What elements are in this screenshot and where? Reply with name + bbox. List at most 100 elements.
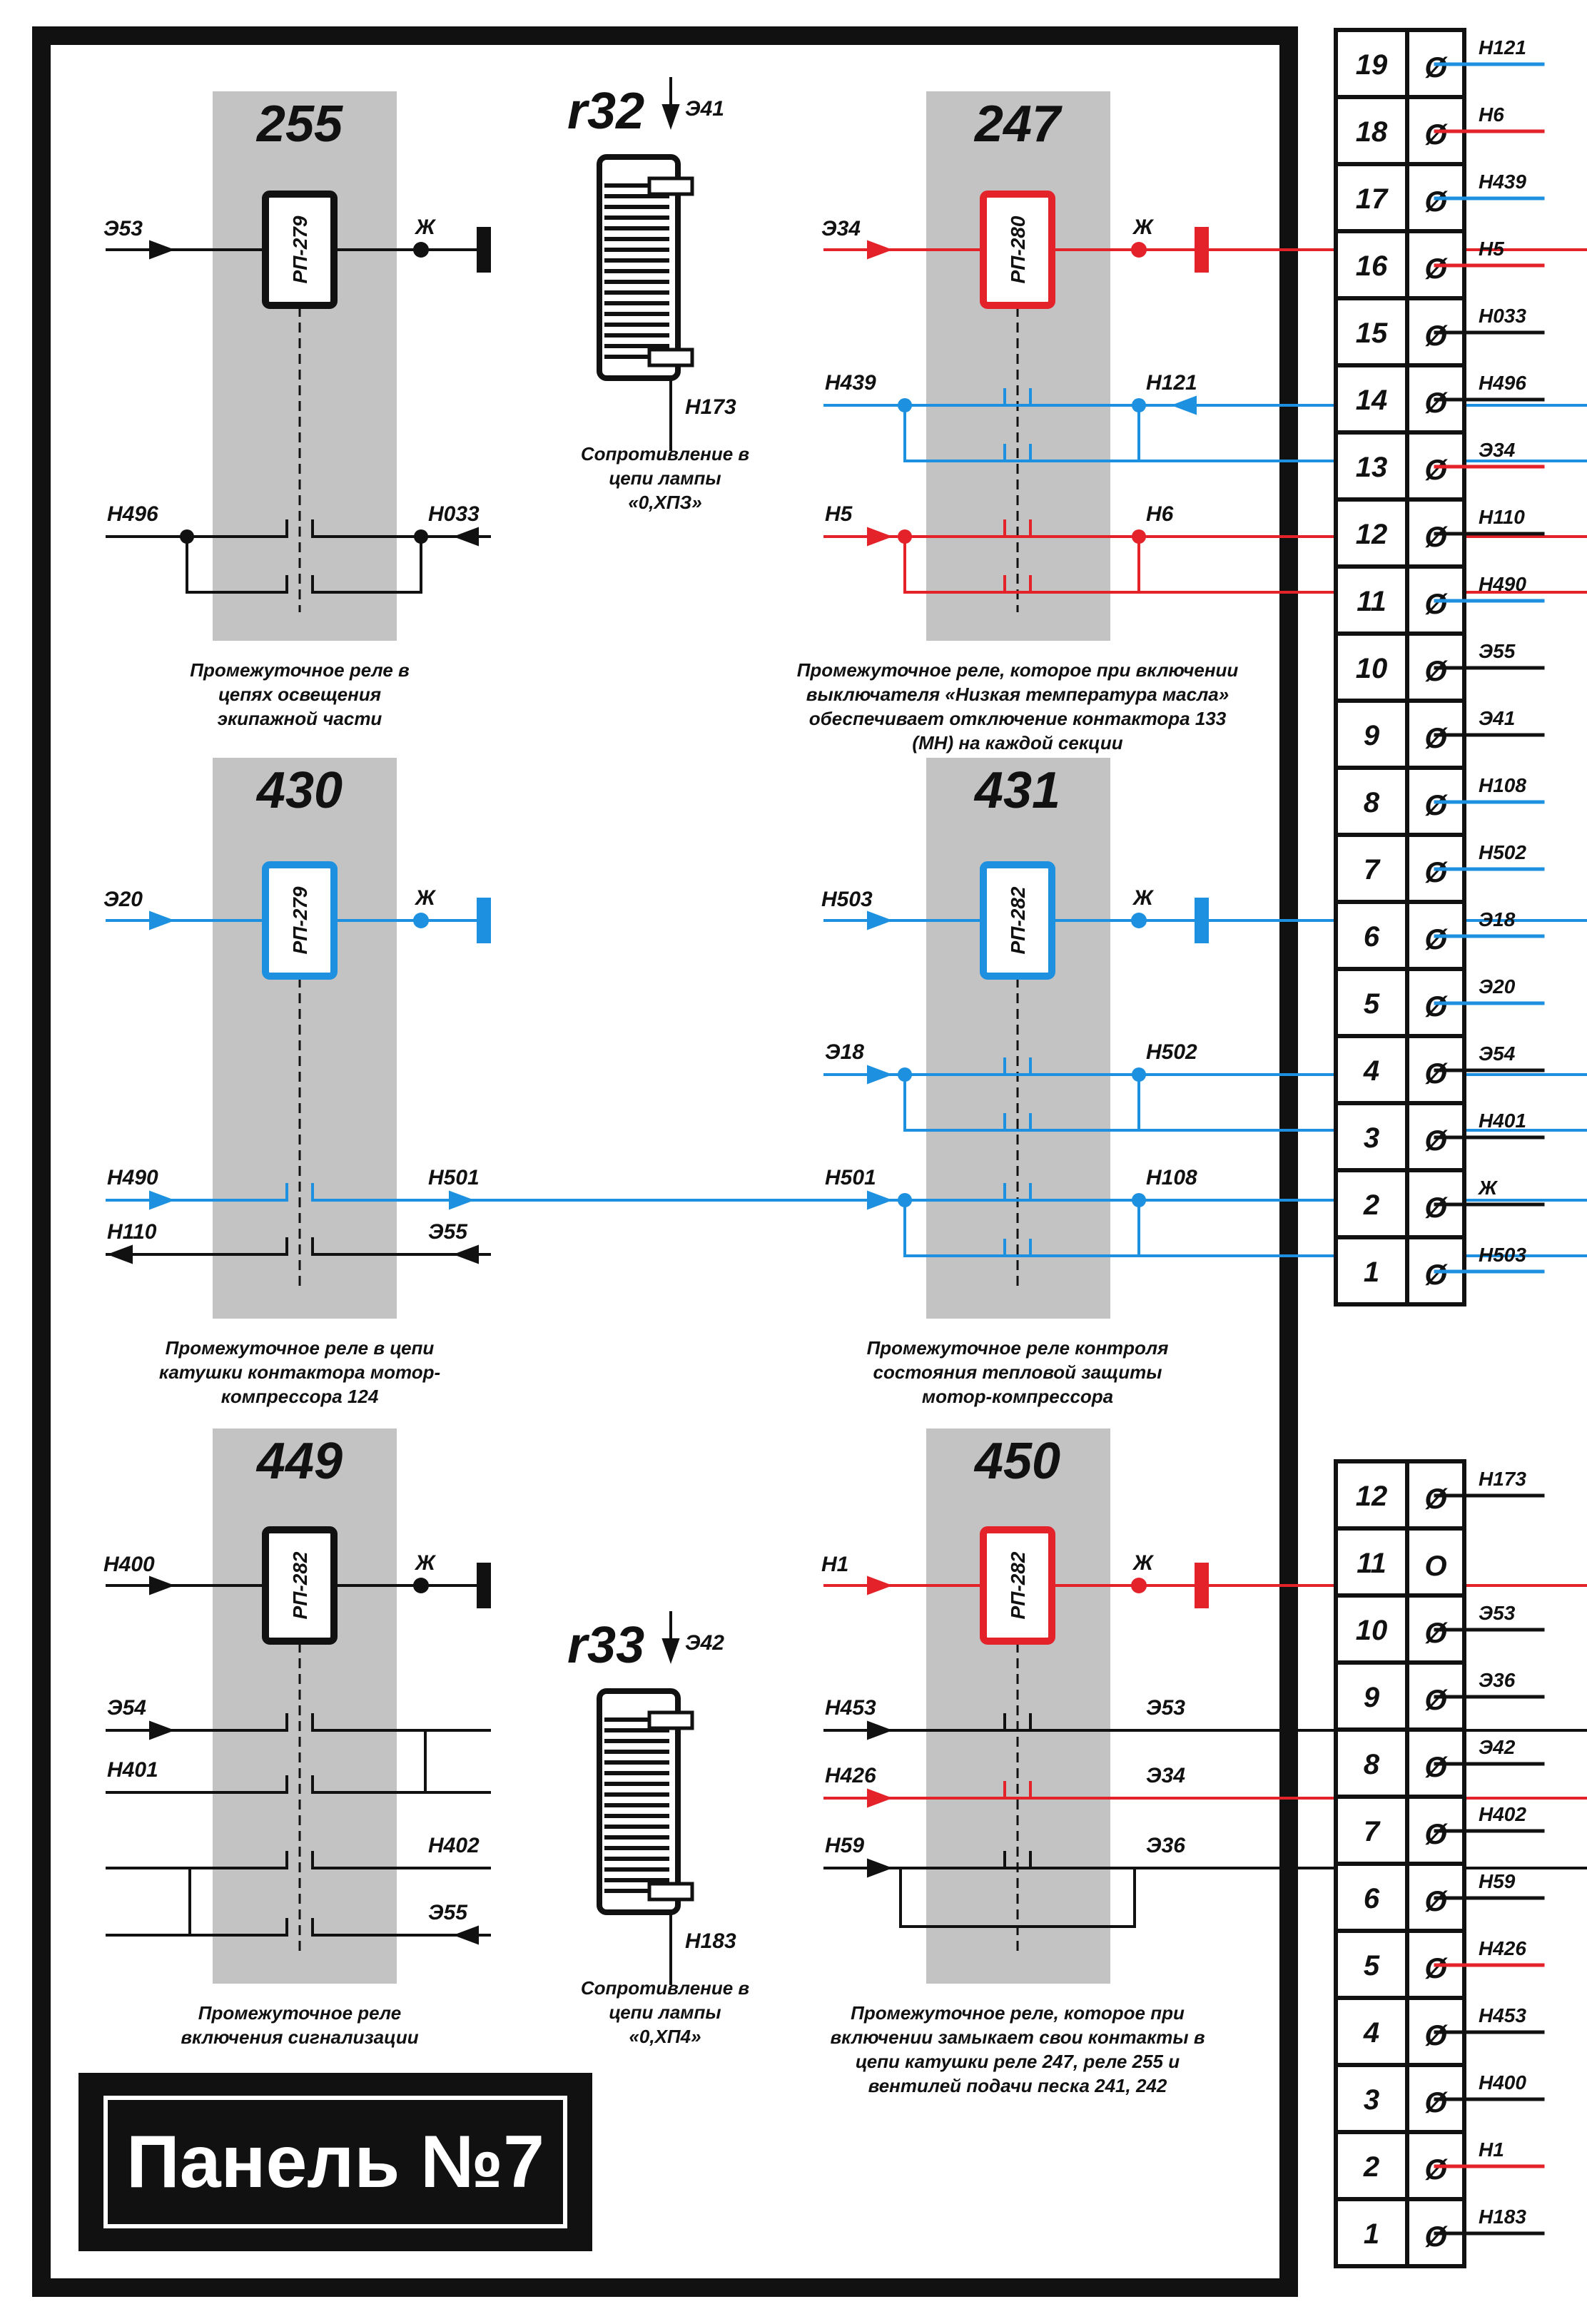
arrow-icon — [149, 1190, 175, 1210]
relay-caption: Промежуточное реле в цепи — [166, 1337, 435, 1359]
wire-label: Э41 — [685, 97, 724, 121]
relay-number: 449 — [255, 1433, 343, 1490]
relay-type: РП-282 — [1007, 886, 1029, 954]
title-plate-inner — [103, 2096, 567, 2228]
wire-label: Э55 — [428, 1901, 468, 1924]
parallel-wire — [1137, 405, 1587, 462]
junction-dot — [413, 1578, 429, 1593]
terminal-wire-label: Н6 — [1479, 103, 1504, 126]
terminal-screw-icon: Ø — [1424, 119, 1448, 151]
ground-bar — [477, 898, 491, 943]
terminal-number: 5 — [1364, 1950, 1380, 1982]
arrow-icon — [661, 104, 680, 130]
terminal-number: 19 — [1356, 49, 1388, 81]
arrow-icon — [867, 240, 893, 260]
terminal-number: 3 — [1364, 2084, 1379, 2116]
arrow-icon — [661, 1638, 680, 1664]
terminal-wire-label: Н173 — [1479, 1468, 1526, 1490]
arrow-icon — [149, 1720, 175, 1740]
arrow-icon — [867, 1720, 893, 1740]
terminal-screw-icon: Ø — [1424, 991, 1448, 1023]
terminal-screw-icon: Ø — [1424, 2020, 1448, 2051]
arrow-icon — [107, 1244, 133, 1264]
relay-caption: катушки контактора мотор- — [159, 1361, 440, 1383]
terminal-screw-icon: Ø — [1424, 522, 1448, 553]
wire-label: Э20 — [103, 888, 143, 911]
arrow-icon — [453, 1925, 479, 1945]
terminal-screw-icon: Ø — [1424, 1192, 1448, 1224]
relay-caption: Промежуточное реле — [198, 2002, 401, 2024]
terminal-number: 3 — [1364, 1122, 1379, 1154]
arrow-icon — [867, 1788, 893, 1808]
terminal-screw-icon: Ø — [1424, 1953, 1448, 1984]
relay-body — [213, 758, 397, 1319]
panel-title-plate: Панель №7 — [78, 2073, 592, 2251]
parallel-wire — [186, 537, 287, 594]
terminal-screw-icon: Ø — [1424, 253, 1448, 285]
terminal-number: 14 — [1356, 385, 1388, 416]
terminal-wire-label: Э53 — [1479, 1602, 1516, 1624]
relay-caption: включении замыкает свои контакты в — [830, 2026, 1205, 2048]
terminal-wire-label: Н439 — [1479, 171, 1526, 193]
terminal-screw-icon: Ø — [1424, 1685, 1448, 1716]
wire-label: Э36 — [1146, 1834, 1185, 1857]
parallel-wire — [1137, 537, 1587, 594]
parallel-wire — [1137, 1075, 1587, 1132]
terminal-wire-label: Н453 — [1479, 2004, 1526, 2026]
parallel-wire — [313, 537, 422, 594]
wire-label: Ж — [414, 215, 437, 239]
parallel-wire — [1137, 1200, 1587, 1257]
relay-caption: компрессора 124 — [221, 1386, 379, 1407]
relay-coil — [262, 191, 338, 309]
junction-dot — [1131, 1578, 1147, 1593]
terminal-screw-icon: Ø — [1424, 2221, 1448, 2253]
relay-caption: Промежуточное реле, которое при — [851, 2002, 1185, 2024]
wire-label: Н183 — [685, 1929, 736, 1953]
terminal-number: 17 — [1356, 183, 1389, 215]
wire-label: Н033 — [428, 502, 480, 526]
resistor-name: r32 — [567, 83, 644, 140]
terminal-wire-label: Н400 — [1479, 2071, 1526, 2094]
wire-label: Э42 — [685, 1631, 724, 1655]
terminal-wire-label: Э42 — [1479, 1736, 1516, 1758]
terminal-number: 8 — [1364, 787, 1380, 818]
terminal-screw-icon: Ø — [1424, 1618, 1448, 1649]
relay-type: РП-279 — [289, 886, 311, 954]
terminal-wire-label: Н426 — [1479, 1937, 1526, 1959]
terminal-number: 11 — [1357, 586, 1386, 617]
terminal-screw-icon: Ø — [1424, 656, 1448, 687]
terminal-screw-icon: Ø — [1424, 1886, 1448, 1917]
arrow-icon — [867, 910, 893, 930]
wire-label: Н453 — [825, 1696, 876, 1720]
wire-label: Н401 — [107, 1758, 158, 1782]
relay-type: РП-280 — [1007, 215, 1029, 283]
terminal-wire-label: Н110 — [1479, 506, 1525, 528]
terminal-screw-icon: Ø — [1424, 857, 1448, 888]
junction-dot — [413, 242, 429, 258]
relay-number: 430 — [255, 762, 343, 819]
terminal-wire-label: Н1 — [1479, 2138, 1504, 2161]
terminal-number: 9 — [1364, 1682, 1380, 1713]
arrow-icon — [867, 1858, 893, 1878]
relay-caption: обеспечивает отключение контактора 133 — [809, 708, 1227, 729]
relay-caption: включения сигнализации — [181, 2026, 418, 2048]
terminal-screw-icon: Ø — [1424, 1483, 1448, 1515]
terminal-number: 6 — [1364, 921, 1380, 953]
wire-label: Н490 — [107, 1166, 158, 1189]
ground-bar — [1195, 1563, 1209, 1608]
terminal-number: 12 — [1356, 1481, 1388, 1512]
wire-label: Н439 — [825, 371, 876, 395]
terminal-screw-icon: Ø — [1424, 52, 1448, 83]
wire-label: Н502 — [1146, 1040, 1197, 1064]
relay-caption: цепи катушки реле 247, реле 255 и — [856, 2051, 1180, 2072]
relay-number: 450 — [973, 1433, 1060, 1490]
wire-label: Н400 — [103, 1553, 155, 1576]
junction-dot — [1131, 242, 1147, 258]
loop-wire — [188, 1867, 213, 1937]
terminal-number: 15 — [1356, 318, 1388, 349]
wire-label: Ж — [1132, 1551, 1155, 1575]
